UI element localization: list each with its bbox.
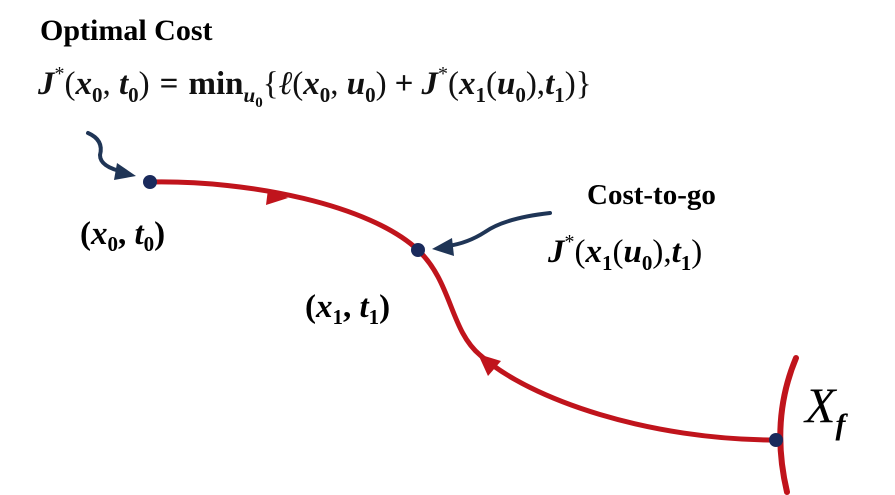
- eq-paren-open-4: (: [486, 66, 497, 102]
- eq-paren-open-3: (: [448, 66, 459, 102]
- ctg-paren-close-2: ),: [652, 234, 671, 270]
- ctg-paren-open-2: (: [613, 234, 624, 270]
- final-point: [769, 433, 783, 447]
- eq-paren-close-1: ): [139, 66, 150, 102]
- eq-equals: =: [160, 66, 179, 102]
- trajectory-curve: [147, 179, 779, 443]
- start-label-x-sub: 0: [108, 232, 119, 256]
- mid-point-label: (x1, t1): [305, 289, 390, 329]
- eq-x0-b-sub: 0: [320, 83, 331, 107]
- ctg-u0: u: [624, 234, 642, 270]
- final-set-boundary: [777, 355, 799, 495]
- eq-u0-sub: 0: [365, 83, 376, 107]
- start-point-label: (x0, t0): [80, 216, 165, 256]
- eq-plus: +: [395, 66, 414, 102]
- start-point: [143, 175, 157, 189]
- eq-u0-c-sub: 0: [515, 83, 526, 107]
- ctg-J: J: [547, 234, 566, 270]
- mid-label-x-sub: 1: [333, 305, 344, 329]
- svg-text:J*(x0, t0)=minu0{ℓ(x0, u0)+J*(: J*(x0, t0)=minu0{ℓ(x0, u0)+J*(x1(u0),t1)…: [37, 63, 592, 111]
- cost-to-go-title: Cost-to-go: [587, 179, 716, 211]
- eq-t0-sub: 0: [128, 83, 139, 107]
- ctg-t1: t: [672, 234, 682, 270]
- ctg-u0-sub: 0: [642, 251, 653, 275]
- final-set-label: Xf: [803, 377, 849, 441]
- start-label-paren-close: ): [154, 216, 165, 252]
- eq-x1: x: [458, 66, 476, 102]
- eq-brace-open: {: [263, 66, 279, 102]
- eq-x0-b: x: [302, 66, 320, 102]
- eq-u0-c: u: [497, 66, 515, 102]
- ctg-t1-sub: 1: [681, 251, 692, 275]
- eq-t0: t: [119, 66, 129, 102]
- trajectory-arrow-1-icon: [266, 189, 288, 205]
- eq-star-lhs: *: [55, 63, 65, 85]
- mid-label-x: x: [315, 289, 333, 325]
- start-label-paren-open: (: [80, 216, 91, 252]
- eq-J-rhs: J: [420, 66, 439, 102]
- ctg-paren-open-1: (: [575, 234, 586, 270]
- mid-label-t: t: [360, 289, 370, 325]
- final-set-main: X: [803, 377, 838, 433]
- cost-to-go-expression: J*(x1(u0),t1): [547, 231, 702, 275]
- eq-t1-sub: 1: [554, 83, 565, 107]
- ctg-paren-close-1: ): [691, 234, 702, 270]
- eq-u0: u: [347, 66, 365, 102]
- title-optimal-cost: Optimal Cost: [40, 14, 213, 47]
- eq-comma-2: ,: [330, 66, 347, 102]
- optimal-cost-pointer-arrow: [86, 131, 126, 174]
- mid-label-paren-close: ): [379, 289, 390, 325]
- eq-min-u: u: [244, 83, 256, 107]
- eq-paren-open-2: (: [292, 66, 303, 102]
- cost-to-go-arrowhead-icon: [432, 238, 454, 256]
- cost-to-go-pointer-arrow: [446, 211, 552, 248]
- final-set-sub: f: [836, 408, 849, 441]
- eq-ell: ℓ: [279, 66, 293, 102]
- start-label-t: t: [135, 216, 145, 252]
- trajectory-arrow-2-icon: [478, 354, 501, 376]
- eq-t1: t: [545, 66, 555, 102]
- eq-min-u-sub: 0: [255, 95, 263, 111]
- eq-paren-open-1: (: [65, 66, 76, 102]
- eq-min: min: [188, 66, 243, 102]
- eq-close-end: )}: [565, 66, 592, 102]
- eq-comma-1: ,: [103, 66, 120, 102]
- ctg-x1-sub: 1: [602, 251, 613, 275]
- mid-label-paren-open: (: [305, 289, 316, 325]
- eq-paren-close-2: ): [376, 66, 387, 102]
- eq-x1-sub: 1: [475, 83, 486, 107]
- optimal-cost-arrowhead-icon: [114, 163, 136, 180]
- bellman-equation: J*(x0, t0)=minu0{ℓ(x0, u0)+J*(x1(u0),t1)…: [37, 63, 592, 111]
- eq-x0-sub: 0: [92, 83, 103, 107]
- ctg-star: *: [565, 231, 575, 253]
- mid-label-t-sub: 1: [369, 305, 380, 329]
- eq-x0: x: [75, 66, 93, 102]
- eq-star-rhs: *: [438, 63, 448, 85]
- ctg-x1: x: [585, 234, 603, 270]
- mid-point: [411, 243, 425, 257]
- start-label-t-sub: 0: [144, 232, 155, 256]
- eq-paren-close-4: ),: [526, 66, 545, 102]
- mid-label-comma: ,: [343, 289, 360, 325]
- eq-J-lhs: J: [37, 66, 56, 102]
- start-label-x: x: [90, 216, 108, 252]
- start-label-comma: ,: [118, 216, 135, 252]
